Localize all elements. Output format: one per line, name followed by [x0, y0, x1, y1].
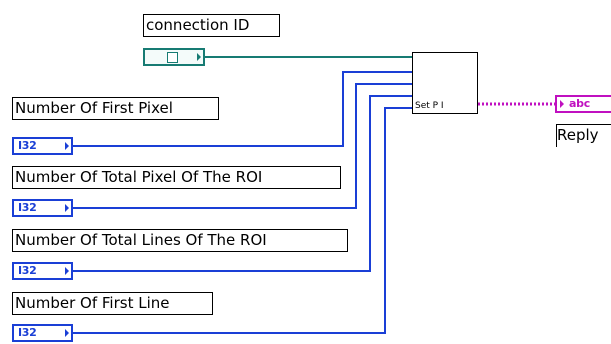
output-arrow-icon [65, 329, 69, 337]
first-line-label: Number Of First Line [12, 292, 213, 315]
node-title: Set P I [415, 101, 444, 111]
i32-type-text: I32 [18, 264, 37, 277]
reply-terminal[interactable]: abc [555, 95, 611, 113]
total-lines-terminal[interactable]: I32 [12, 262, 73, 280]
i32-type-text: I32 [18, 201, 37, 214]
total-pixel-wire[interactable] [73, 83, 418, 209]
set-parameter-node[interactable]: Set P I [412, 52, 478, 114]
total-pixel-terminal[interactable]: I32 [12, 199, 73, 217]
total-lines-wire[interactable] [73, 95, 418, 272]
output-arrow-icon [65, 267, 69, 275]
first-line-terminal[interactable]: I32 [12, 324, 73, 342]
reply-label: Reply [556, 124, 611, 147]
first-pixel-label: Number Of First Pixel [12, 97, 219, 120]
output-arrow-icon [65, 204, 69, 212]
total-lines-label: Number Of Total Lines Of The ROI [12, 229, 348, 252]
output-arrow-icon [65, 142, 69, 150]
input-arrow-icon [560, 100, 564, 108]
output-arrow-icon [197, 53, 201, 61]
i32-type-text: I32 [18, 326, 37, 339]
first-pixel-wire[interactable] [73, 71, 418, 147]
first-line-wire[interactable] [73, 107, 418, 334]
refnum-document-icon [167, 52, 178, 63]
first-pixel-terminal[interactable]: I32 [12, 137, 73, 155]
total-pixel-label: Number Of Total Pixel Of The ROI [12, 166, 341, 189]
i32-type-text: I32 [18, 139, 37, 152]
string-type-text: abc [569, 97, 590, 110]
connection-id-terminal[interactable] [143, 48, 205, 66]
connection-id-label: connection ID [143, 14, 280, 37]
